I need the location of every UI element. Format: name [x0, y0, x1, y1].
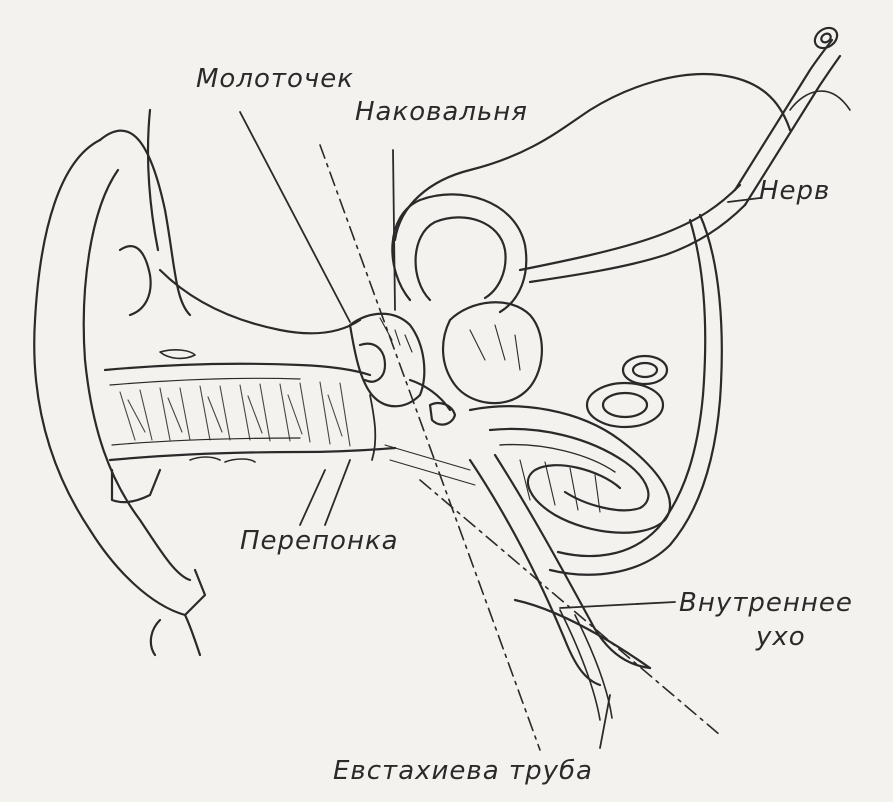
leader-incus	[393, 150, 395, 310]
canal-shading	[120, 382, 350, 446]
label-membrane: Перепонка	[240, 528, 399, 554]
label-malleus: Молоточек	[196, 66, 354, 92]
label-inner-ear-line1: Внутреннее	[679, 590, 853, 616]
label-inner-ear-line2: ухо	[756, 624, 806, 650]
axis-line-right	[420, 480, 720, 735]
semicircular-canal	[392, 194, 542, 403]
label-incus: Наковальня	[355, 99, 528, 125]
ear-canal	[105, 270, 395, 502]
leader-malleus	[240, 112, 350, 322]
axis-line-left	[320, 145, 540, 750]
label-eustachian-tube: Евстахиева труба	[333, 758, 593, 784]
leader-membrane-b	[325, 460, 350, 525]
leader-membrane-a	[300, 470, 325, 525]
leader-tube	[600, 695, 610, 748]
leader-nerve	[728, 198, 760, 202]
leader-inner-ear	[560, 602, 675, 608]
label-nerve: Нерв	[759, 178, 830, 204]
eustachian-tube	[470, 455, 650, 720]
outer-ear	[34, 110, 205, 655]
